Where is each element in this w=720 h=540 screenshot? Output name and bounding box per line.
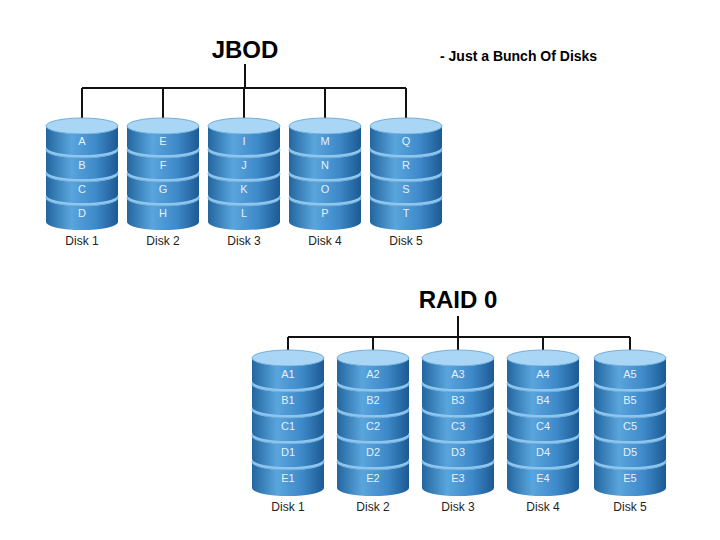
- block-label: C: [46, 183, 118, 195]
- block-label: B5: [594, 394, 666, 406]
- block-label: N: [289, 159, 361, 171]
- segment-rim: [289, 118, 361, 134]
- segment-rim: [594, 350, 666, 366]
- block-label: Q: [370, 135, 442, 147]
- disk-caption: Disk 5: [346, 234, 466, 248]
- disk-caption: Disk 4: [483, 500, 603, 514]
- block-label: A2: [337, 368, 409, 380]
- segment-rim: [252, 350, 324, 366]
- block-label: B1: [252, 394, 324, 406]
- disk-cylinder: A3B3C3D3E3Disk 3: [422, 350, 494, 518]
- block-label: O: [289, 183, 361, 195]
- block-label: P: [289, 207, 361, 219]
- disk-caption: Disk 4: [265, 234, 385, 248]
- block-label: A3: [422, 368, 494, 380]
- disk-caption: Disk 3: [184, 234, 304, 248]
- segment-rim: [127, 118, 199, 134]
- segment-rim: [507, 350, 579, 366]
- segment-rim: [337, 350, 409, 366]
- disk-caption: Disk 2: [103, 234, 223, 248]
- disk-caption: Disk 1: [228, 500, 348, 514]
- block-label: J: [208, 159, 280, 171]
- disk-cylinder: A4B4C4D4E4Disk 4: [507, 350, 579, 518]
- block-label: A: [46, 135, 118, 147]
- block-label: E4: [507, 472, 579, 484]
- block-label: E3: [422, 472, 494, 484]
- segment-rim: [46, 118, 118, 134]
- block-label: D5: [594, 446, 666, 458]
- block-label: E1: [252, 472, 324, 484]
- raid0-bracket: [288, 316, 630, 352]
- block-label: G: [127, 183, 199, 195]
- disk-cylinder: A1B1C1D1E1Disk 1: [252, 350, 324, 518]
- disk-caption: Disk 5: [570, 500, 690, 514]
- block-label: F: [127, 159, 199, 171]
- block-label: D4: [507, 446, 579, 458]
- block-label: B3: [422, 394, 494, 406]
- subtitle-note: - Just a Bunch Of Disks: [440, 48, 597, 64]
- disk-cylinder: A5B5C5D5E5Disk 5: [594, 350, 666, 518]
- block-label: E2: [337, 472, 409, 484]
- block-label: M: [289, 135, 361, 147]
- segment-rim: [370, 118, 442, 134]
- block-label: A5: [594, 368, 666, 380]
- block-label: C4: [507, 420, 579, 432]
- block-label: C2: [337, 420, 409, 432]
- disk-cylinder: QRSTDisk 5: [370, 118, 442, 252]
- disk-cylinder: MNOPDisk 4: [289, 118, 361, 252]
- block-label: C5: [594, 420, 666, 432]
- disk-caption: Disk 1: [22, 234, 142, 248]
- block-label: R: [370, 159, 442, 171]
- disk-caption: Disk 3: [398, 500, 518, 514]
- diagram-title: RAID 0: [419, 286, 498, 314]
- segment-rim: [422, 350, 494, 366]
- block-label: D3: [422, 446, 494, 458]
- block-label: B4: [507, 394, 579, 406]
- block-label: E: [127, 135, 199, 147]
- disk-caption: Disk 2: [313, 500, 433, 514]
- disk-cylinder: ABCDDisk 1: [46, 118, 118, 252]
- disk-cylinder: IJKLDisk 3: [208, 118, 280, 252]
- block-label: D1: [252, 446, 324, 458]
- disk-cylinder: EFGHDisk 2: [127, 118, 199, 252]
- block-label: S: [370, 183, 442, 195]
- block-label: D2: [337, 446, 409, 458]
- block-label: T: [370, 207, 442, 219]
- block-label: D: [46, 207, 118, 219]
- block-label: C3: [422, 420, 494, 432]
- block-label: I: [208, 135, 280, 147]
- block-label: A4: [507, 368, 579, 380]
- block-label: E5: [594, 472, 666, 484]
- block-label: B: [46, 159, 118, 171]
- block-label: A1: [252, 368, 324, 380]
- block-label: L: [208, 207, 280, 219]
- diagram-title: JBOD: [212, 36, 279, 64]
- block-label: K: [208, 183, 280, 195]
- jbod-bracket: [82, 64, 406, 120]
- block-label: C1: [252, 420, 324, 432]
- disk-cylinder: A2B2C2D2E2Disk 2: [337, 350, 409, 518]
- block-label: B2: [337, 394, 409, 406]
- block-label: H: [127, 207, 199, 219]
- segment-rim: [208, 118, 280, 134]
